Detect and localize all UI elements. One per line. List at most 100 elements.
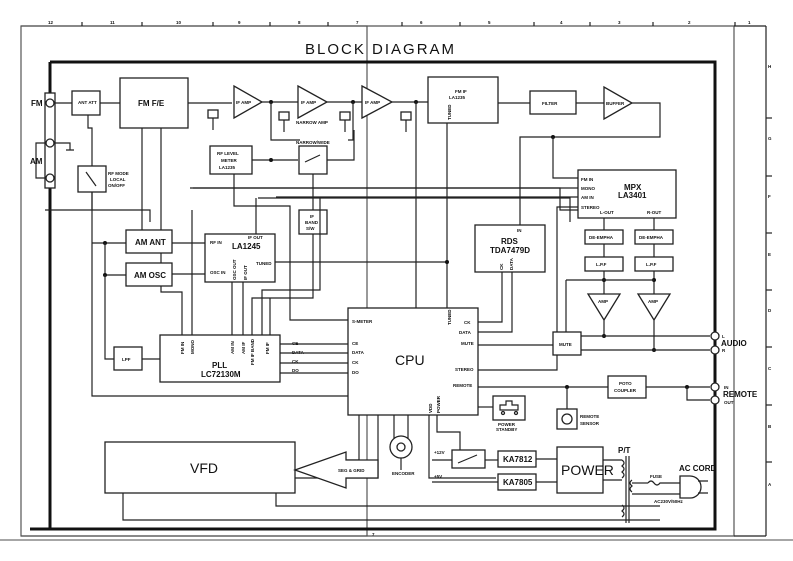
ruler-label: 12 xyxy=(48,20,54,25)
remote-in-jack[interactable] xyxy=(710,382,720,392)
ruler-label: G xyxy=(768,136,772,141)
ac-plug-icon xyxy=(679,475,702,499)
mpx-stereo: STEREO xyxy=(581,205,600,210)
pll-fm-if-band: FM IF BAND xyxy=(250,338,255,365)
la1245-tuned: TUNED xyxy=(256,261,272,266)
rds-label-1: RDS xyxy=(501,237,519,246)
if-amp-3 xyxy=(361,84,394,120)
remote-in-label: IN xyxy=(724,385,729,390)
rf-mode-label-1: RF MODE xyxy=(108,171,129,176)
mpx-label-1: MPX xyxy=(624,183,642,192)
ceramic-filter xyxy=(207,109,219,130)
fm-fe-label: FM F/E xyxy=(138,99,165,108)
fm-jack[interactable] xyxy=(45,98,55,108)
remote-sensor-label-2: SENSOR xyxy=(580,421,600,426)
mpx-mono: MONO xyxy=(581,186,595,191)
if-amp-1-label: IF AMP xyxy=(236,100,251,105)
rf-level-label-2: METER xyxy=(221,158,238,163)
if-amp-2 xyxy=(297,84,329,120)
ant-att-block xyxy=(71,90,101,116)
am-ant-block xyxy=(125,229,173,254)
power-block xyxy=(556,446,604,494)
ruler-top: 12 11 10 9 8 7 6 5 4 3 2 1 xyxy=(48,20,751,26)
page-number: 7 xyxy=(372,532,375,537)
ant-att-label: ANT ATT xyxy=(78,100,97,105)
plus5v-label: +5V xyxy=(434,474,442,479)
am-ant-label: AM ANT xyxy=(135,238,166,247)
pll-am-in: AM IN xyxy=(230,341,235,354)
ruler-right: H G F E D C B A xyxy=(734,25,772,537)
ceramic-filter xyxy=(400,111,412,132)
cpu-data: DATA xyxy=(352,350,365,355)
fm-if-label-2: LA1235 xyxy=(449,95,466,100)
fuse-icon xyxy=(647,480,680,486)
ruler-label: 5 xyxy=(488,20,491,25)
la1245-if-out: IF OUT xyxy=(248,235,263,240)
page-frame-outline xyxy=(21,25,735,537)
am-jack-2[interactable] xyxy=(45,173,55,183)
lpf-left-label: L.P.F xyxy=(596,262,607,267)
pll-do: DO xyxy=(292,368,299,373)
lpf-small-label: LPF xyxy=(122,357,131,362)
transformer xyxy=(621,456,633,523)
fuse-label: FUSE xyxy=(650,474,662,479)
rf-mode-label-3: ON/OFF xyxy=(108,183,125,188)
audio-l-jack[interactable] xyxy=(710,331,720,341)
remote-out-label: OUT xyxy=(724,400,734,405)
fm-if-tuned-label: TUNED xyxy=(447,104,452,120)
cpu-tuned: TUNED xyxy=(447,309,452,325)
power-standby-button[interactable] xyxy=(492,395,526,421)
de-empha-left-label: DE-EMPHA xyxy=(589,235,614,240)
ruler-label: F xyxy=(768,194,771,199)
poto-coupler-label-2: COUPLER xyxy=(614,388,637,393)
rf-mode-switch[interactable] xyxy=(77,165,107,193)
rf-level-label-3: LA1235 xyxy=(219,165,236,170)
filter-label: FILTER xyxy=(542,101,558,106)
de-empha-right-label: DE-EMPHA xyxy=(639,235,664,240)
ruler-label: 1 xyxy=(748,20,751,25)
buffer-label: BUFFER xyxy=(606,101,625,106)
sensor-icon xyxy=(561,413,573,425)
audio-l-label: L xyxy=(722,334,725,339)
cpu-vdd: VDD xyxy=(428,403,433,413)
power-standby-label-1: POWER xyxy=(498,422,516,427)
audio-r-jack[interactable] xyxy=(710,345,720,355)
pll-label-2: LC72130M xyxy=(201,370,241,379)
pll-mono: MONO xyxy=(190,340,195,354)
rf-level-label-1: RF LEVEL xyxy=(217,151,239,156)
ac-rating-label: AC230V/50Hz xyxy=(654,499,684,504)
am-jack-1[interactable] xyxy=(45,138,55,148)
narrow-wide-switch[interactable] xyxy=(298,145,328,175)
mute-block xyxy=(552,331,582,356)
amp-right-label: AMP xyxy=(648,299,658,304)
ruler-label: 2 xyxy=(688,20,691,25)
la1245-if-out-2: IF OUT xyxy=(243,265,248,280)
mute-label: MUTE xyxy=(559,342,572,347)
plus12v-label: +12V xyxy=(434,450,445,455)
ruler-label: B xyxy=(768,424,772,429)
fm-if-label-1: FM IF xyxy=(455,89,467,94)
ruler-label: C xyxy=(768,366,772,371)
pt-label: P/T xyxy=(618,446,631,455)
mpx-lout: L-OUT xyxy=(600,210,614,215)
ruler-label: 10 xyxy=(176,20,182,25)
cpu-smeter: S-METER xyxy=(352,319,373,324)
power-label: POWER xyxy=(561,462,614,478)
amp-right xyxy=(636,293,672,322)
audio-r-label: R xyxy=(722,348,726,353)
remote-label: REMOTE xyxy=(723,390,758,399)
narrow-amp-label: NARROW AMP xyxy=(296,120,328,125)
pll-fm-if: FM IF xyxy=(265,342,270,354)
am-osc-label: AM OSC xyxy=(134,271,166,280)
remote-out-jack[interactable] xyxy=(710,395,720,405)
cpu-power: POWER xyxy=(436,395,441,413)
amp-left xyxy=(586,293,622,322)
vfd-display xyxy=(104,441,296,494)
power-standby-label-2: STANDBY xyxy=(496,427,517,432)
if-amp-1 xyxy=(233,84,264,120)
pll-fm-in: FM IN xyxy=(180,342,185,354)
mpx-fm-in: FM IN xyxy=(581,177,593,182)
cpu-block xyxy=(347,307,479,416)
ruler-label: 9 xyxy=(238,20,241,25)
